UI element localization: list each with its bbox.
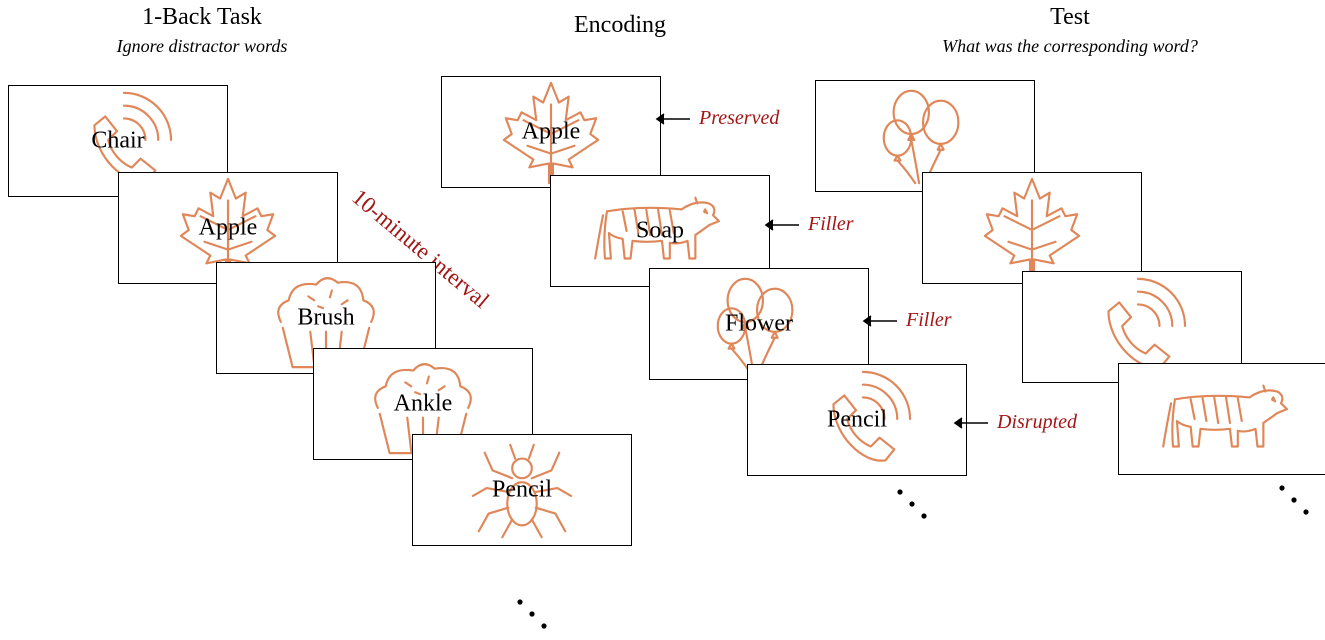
test-card [1118,363,1325,475]
encoding-card: Flower [649,268,869,380]
card-word: Chair [91,127,145,154]
oneback-title: 1-Back Task [142,4,262,30]
maple-leaf-icon [923,173,1141,283]
label-text: Disrupted [997,411,1077,433]
card-word: Ankle [393,390,453,417]
card-word: Soap [636,217,684,244]
arrow-left-icon [764,219,800,231]
label-disrupted: Disrupted [953,411,1077,434]
encoding-card: Pencil [747,364,967,476]
oneback-card: Pencil [412,434,632,546]
ellipsis-icon [514,596,550,632]
card-word: Pencil [827,406,887,433]
tiger-icon [1119,364,1325,474]
label-text: Filler [906,309,952,331]
arrow-left-icon [862,315,898,327]
test-card [922,172,1142,284]
card-word: Brush [297,304,355,331]
arrow-left-icon [953,417,989,429]
label-filler-1: Filler [764,213,854,236]
label-text: Preserved [699,107,780,129]
encoding-card: Apple [441,76,661,188]
test-subtitle: What was the corresponding word? [942,36,1198,56]
card-word: Apple [521,118,581,145]
ellipsis-icon [894,486,930,522]
label-preserved: Preserved [655,107,779,130]
card-word: Apple [198,214,258,241]
ellipsis-icon [1276,482,1312,518]
arrow-left-icon [655,113,691,125]
label-text: Filler [808,213,854,235]
oneback-subtitle: Ignore distractor words [116,36,288,56]
card-word: Flower [725,310,793,337]
label-filler-2: Filler [862,309,952,332]
test-title: Test [1050,4,1090,30]
encoding-title: Encoding [574,12,666,38]
card-word: Pencil [492,476,552,503]
